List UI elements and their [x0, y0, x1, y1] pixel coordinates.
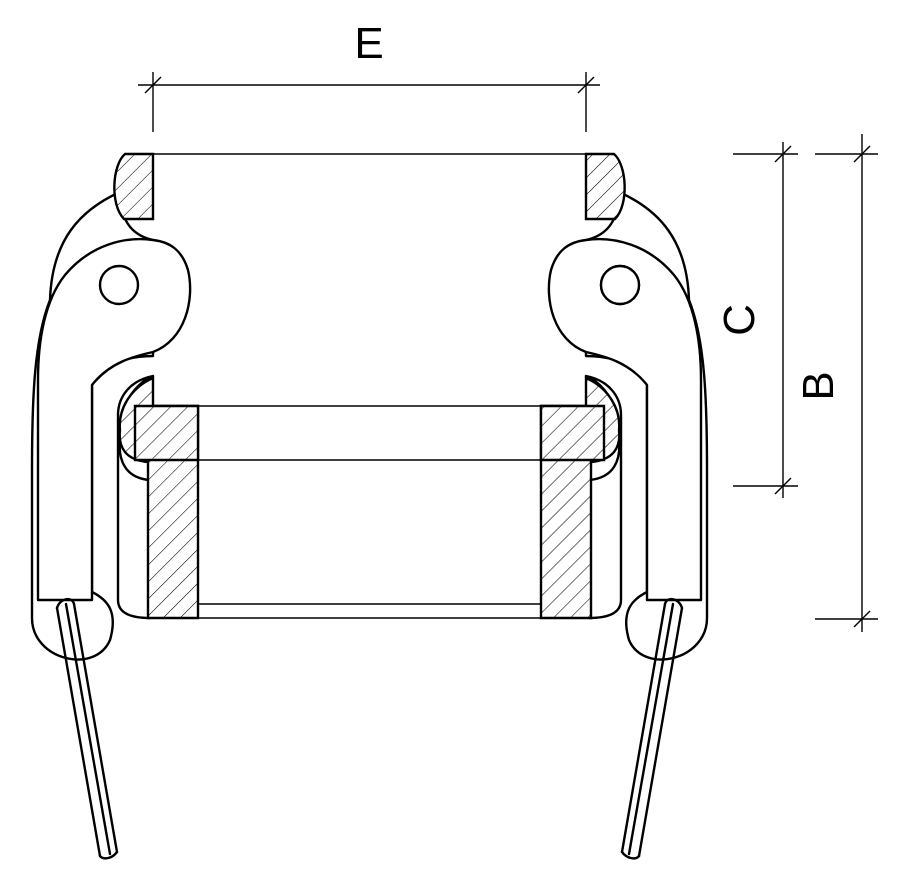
right-pull-ring	[620, 597, 684, 860]
left-top-lip	[113, 152, 155, 221]
left-pull-ring	[55, 597, 119, 860]
right-shoulder-section	[539, 404, 606, 462]
dimension-c: C	[715, 142, 798, 498]
bore-lines	[153, 153, 586, 619]
left-shoulder-section	[133, 404, 200, 462]
dimension-b: B	[794, 134, 878, 632]
right-top-lip	[584, 152, 626, 221]
dimension-e: E	[138, 19, 600, 132]
dimension-b-label: B	[794, 371, 843, 400]
right-pivot-pin-icon	[599, 264, 641, 306]
left-pivot-pin-icon	[98, 264, 140, 306]
dimension-e-label: E	[354, 19, 383, 68]
dimension-c-label: C	[715, 304, 764, 336]
